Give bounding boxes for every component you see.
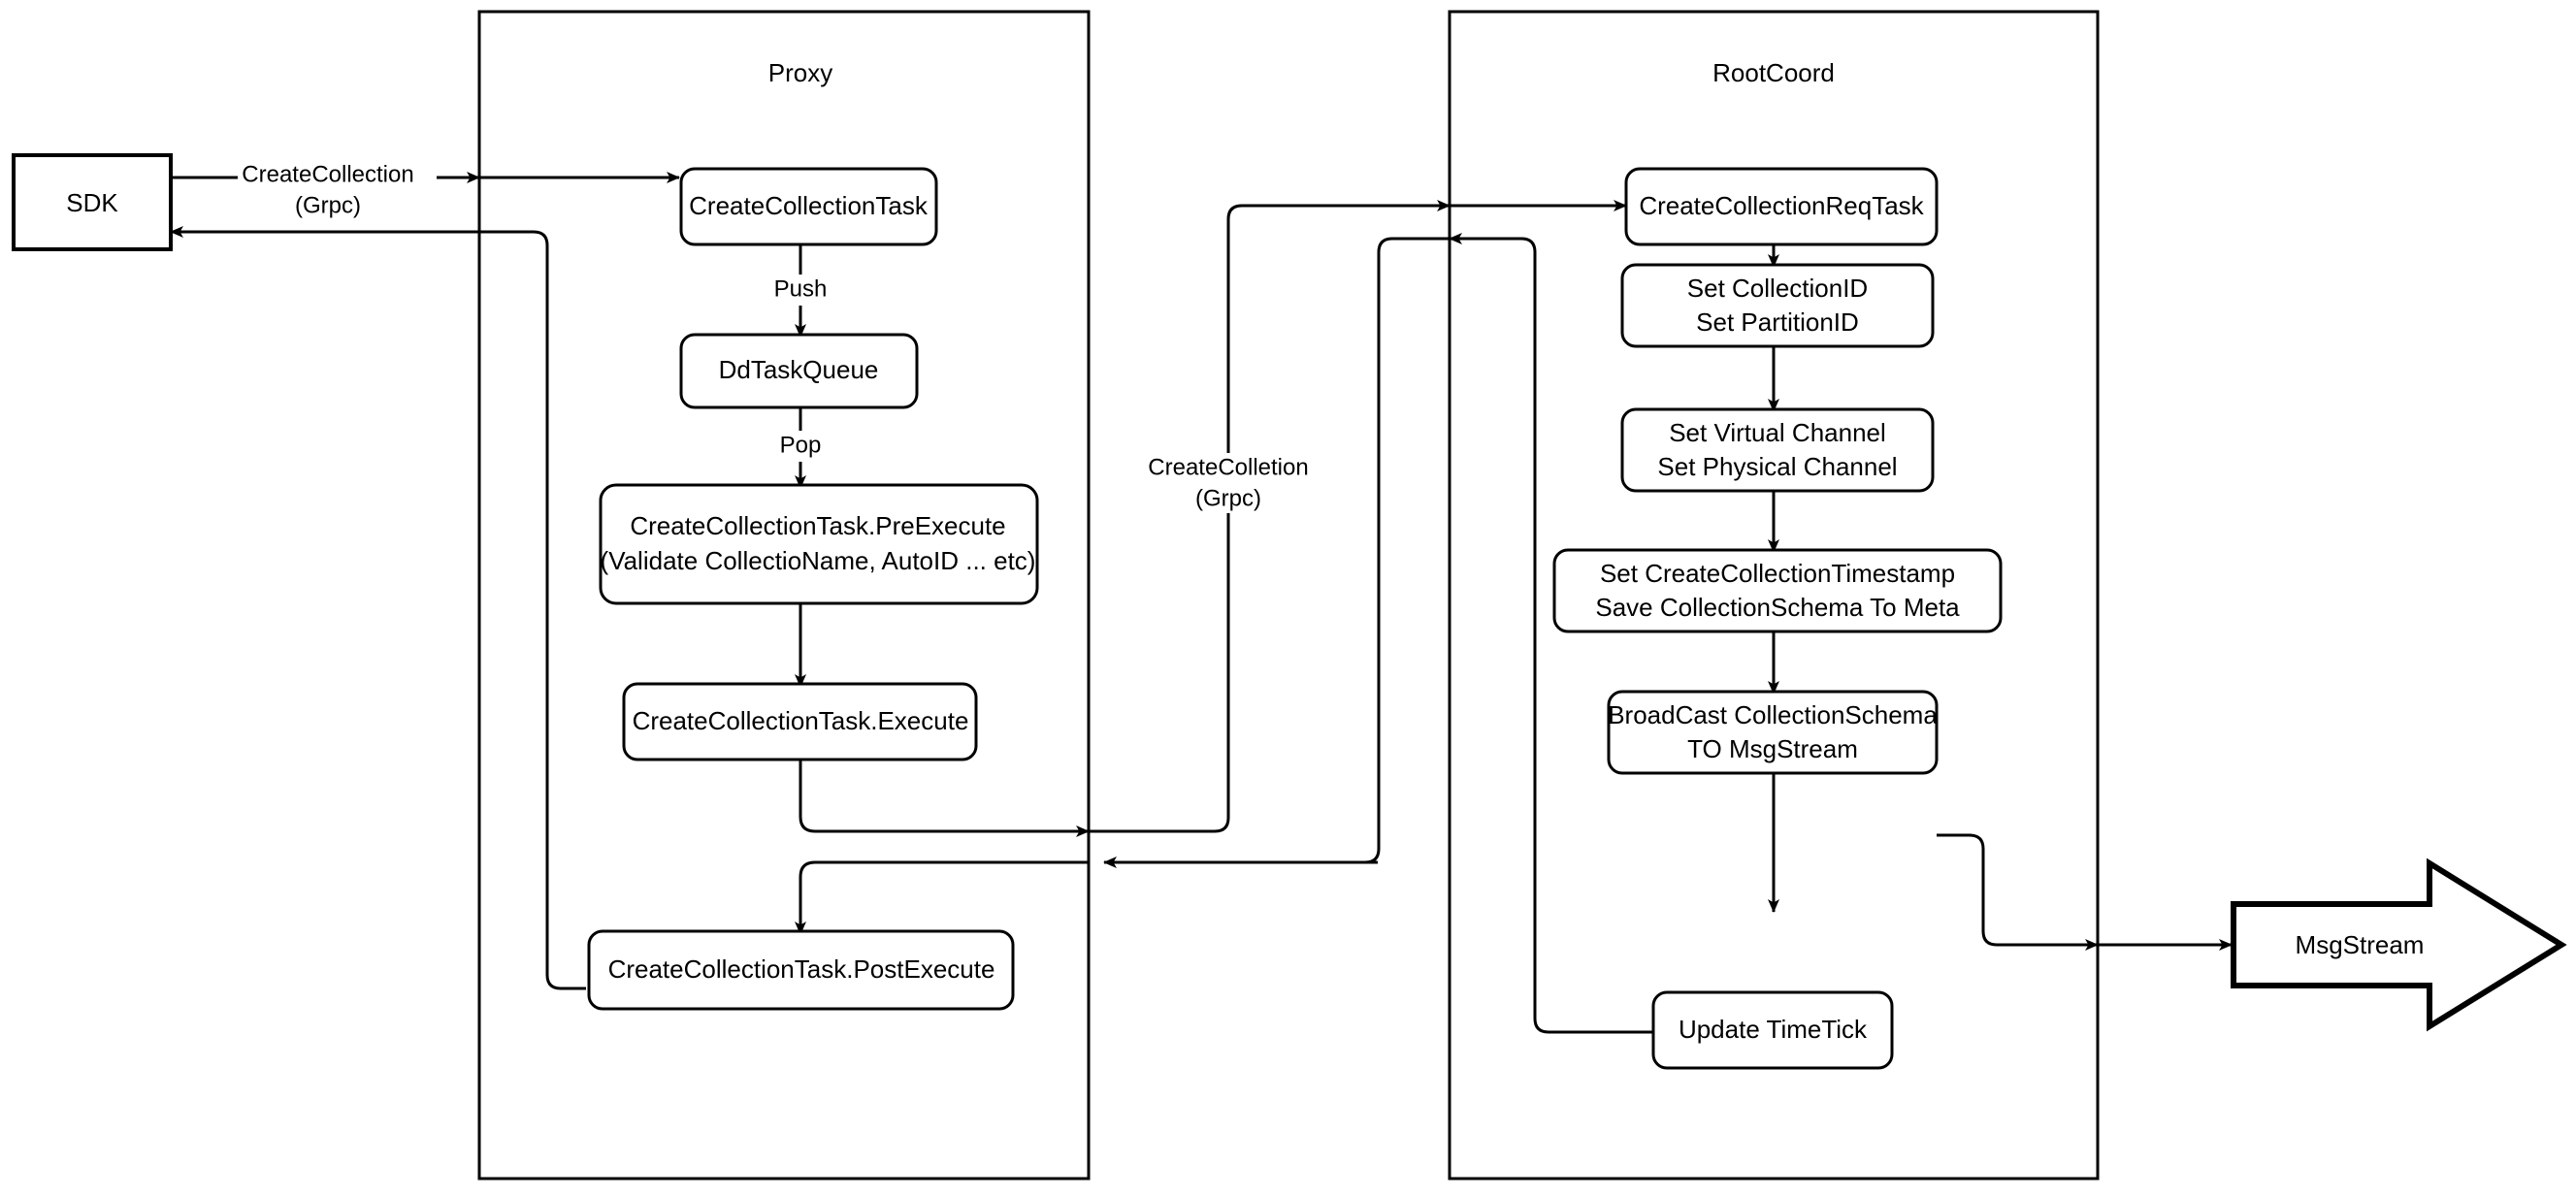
node-create-collection-task[interactable]: CreateCollectionTask (679, 167, 938, 246)
node-broadcast-label-line2: TO MsgStream (1687, 734, 1858, 763)
node-create-collection-task-label: CreateCollectionTask (689, 191, 929, 220)
node-update-timetick-rect[interactable] (1651, 990, 1894, 1070)
node-sdk-label: SDK (66, 188, 118, 217)
node-set-channels-label-line1: Set Virtual Channel (1669, 418, 1886, 447)
edge-postexecute-to-sdk-response (170, 226, 586, 990)
edge-label-proxy-to-rootcoord-bg (1133, 453, 1323, 513)
node-execute[interactable]: CreateCollectionTask.Execute (622, 682, 978, 761)
edge-label-push-bg (757, 275, 844, 306)
node-dd-task-queue-label: DdTaskQueue (719, 355, 879, 384)
node-execute-label: CreateCollectionTask.Execute (633, 706, 969, 735)
node-set-timestamp-label-line2: Save CollectionSchema To Meta (1595, 593, 1960, 622)
node-broadcast-rect[interactable] (1607, 690, 1939, 775)
edge-label-push-text: Push (774, 275, 828, 302)
node-set-ids-rect[interactable] (1620, 263, 1935, 348)
edge-proxy-to-rootcoord-grpc (1089, 200, 1451, 833)
node-dd-task-queue[interactable]: DdTaskQueue (679, 333, 919, 409)
edge-label-sdk-to-proxy-bg (238, 160, 437, 220)
edge-label-proxy-to-rootcoord: CreateColletion (Grpc) (1133, 453, 1323, 513)
node-msgstream-arrow-shape[interactable] (2231, 857, 2567, 1032)
lane-rootcoord: RootCoord (1448, 10, 2100, 1181)
node-broadcast-label-line1: BroadCast CollectionSchema (1608, 700, 1938, 729)
node-set-ids-label-line2: Set PartitionID (1696, 307, 1859, 337)
edge-label-sdk-to-proxy-line1: CreateCollection (242, 161, 413, 187)
edge-execute-to-rootcoord-out (799, 757, 1090, 837)
node-set-ids[interactable]: Set CollectionID Set PartitionID (1620, 263, 1935, 348)
node-pre-execute[interactable]: CreateCollectionTask.PreExecute (Validat… (599, 483, 1039, 605)
edge-label-sdk-to-proxy: CreateCollection (Grpc) (238, 160, 437, 220)
edge-label-pop: Pop (765, 431, 836, 462)
node-pre-execute-label-line1: CreateCollectionTask.PreExecute (630, 511, 1005, 540)
edge-label-sdk-to-proxy-line2: (Grpc) (295, 192, 361, 218)
node-set-timestamp-rect[interactable] (1552, 548, 2003, 633)
edge-label-pop-text: Pop (780, 432, 822, 458)
node-post-execute[interactable]: CreateCollectionTask.PostExecute (587, 929, 1015, 1011)
node-update-timetick-label: Update TimeTick (1679, 1015, 1868, 1044)
node-execute-rect[interactable] (622, 682, 978, 761)
node-set-timestamp-label-line1: Set CreateCollectionTimestamp (1600, 559, 1955, 588)
node-update-timetick[interactable]: Update TimeTick (1651, 990, 1894, 1070)
node-post-execute-rect[interactable] (587, 929, 1015, 1011)
node-set-channels[interactable]: Set Virtual Channel Set Physical Channel (1620, 407, 1935, 493)
edge-response-down-to-proxy-level (1104, 237, 1450, 864)
node-create-collection-req-task-label: CreateCollectionReqTask (1639, 191, 1924, 220)
node-broadcast[interactable]: BroadCast CollectionSchema TO MsgStream (1607, 690, 1939, 775)
edge-label-pop-bg (765, 431, 836, 462)
node-msgstream[interactable]: MsgStream (2231, 857, 2567, 1032)
node-pre-execute-rect[interactable] (599, 483, 1039, 605)
edge-updatetimetick-return-path (1450, 237, 1673, 1034)
lane-proxy-title: Proxy (768, 58, 832, 87)
node-set-channels-label-line2: Set Physical Channel (1657, 452, 1897, 481)
edge-label-push: Push (757, 275, 844, 306)
node-msgstream-label: MsgStream (2296, 930, 2425, 959)
node-dd-task-queue-rect[interactable] (679, 333, 919, 409)
lane-rootcoord-title: RootCoord (1712, 58, 1835, 87)
node-pre-execute-label-line2: (Validate CollectioName, AutoID ... etc) (601, 546, 1036, 575)
edge-broadcast-to-msgstream-out (1937, 833, 2099, 951)
node-create-collection-task-rect[interactable] (679, 167, 938, 246)
node-create-collection-req-task[interactable]: CreateCollectionReqTask (1624, 167, 1939, 246)
node-set-channels-rect[interactable] (1620, 407, 1935, 493)
node-create-collection-req-task-rect[interactable] (1624, 167, 1939, 246)
edge-response-to-postexecute (795, 860, 1089, 935)
node-sdk-rect[interactable] (12, 153, 173, 251)
edge-label-proxy-to-rootcoord-line1: CreateColletion (1148, 454, 1308, 480)
node-set-timestamp[interactable]: Set CreateCollectionTimestamp Save Colle… (1552, 548, 2003, 633)
node-sdk[interactable]: SDK (12, 153, 173, 251)
edge-label-proxy-to-rootcoord-line2: (Grpc) (1195, 485, 1261, 511)
lane-proxy-border (477, 10, 1091, 1181)
node-post-execute-label: CreateCollectionTask.PostExecute (608, 954, 995, 984)
lane-proxy: Proxy (477, 10, 1091, 1181)
node-set-ids-label-line1: Set CollectionID (1687, 274, 1868, 303)
lane-rootcoord-border (1448, 10, 2100, 1181)
